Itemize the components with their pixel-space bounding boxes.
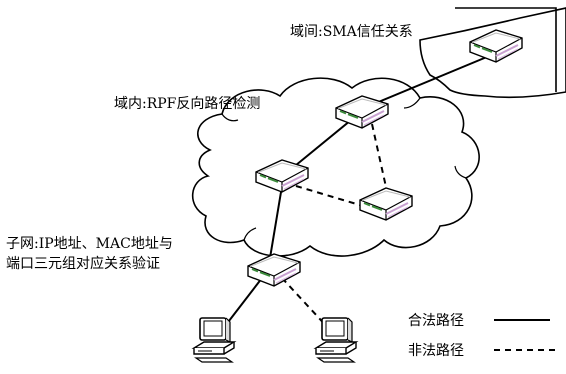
dashed-link-intra-right [371,123,389,197]
cloud-shape [191,77,480,257]
legend-illegal-label: 非法路径 [408,343,464,359]
computer-icon [315,317,357,363]
link-left-subnet [269,185,283,259]
subnet-label-line2: 端口三元组对应关系验证 [6,256,160,272]
legend-legal-label: 合法路径 [408,313,464,329]
router-icon [247,253,301,287]
computer-icon [193,317,235,363]
legend-legal: 合法路径 [408,310,464,330]
link-inter-intra [363,53,495,109]
subnet-label-line1: 子网:IP地址、MAC地址与 [6,236,173,252]
inter-domain-label: 域间:SMA信任关系 [290,24,413,40]
legend-illegal: 非法路径 [408,340,464,360]
link-intra-left [289,115,357,171]
intra-domain-label: 域内:RPF反向路径检测 [114,96,261,112]
dashed-link-left-right [295,185,371,209]
